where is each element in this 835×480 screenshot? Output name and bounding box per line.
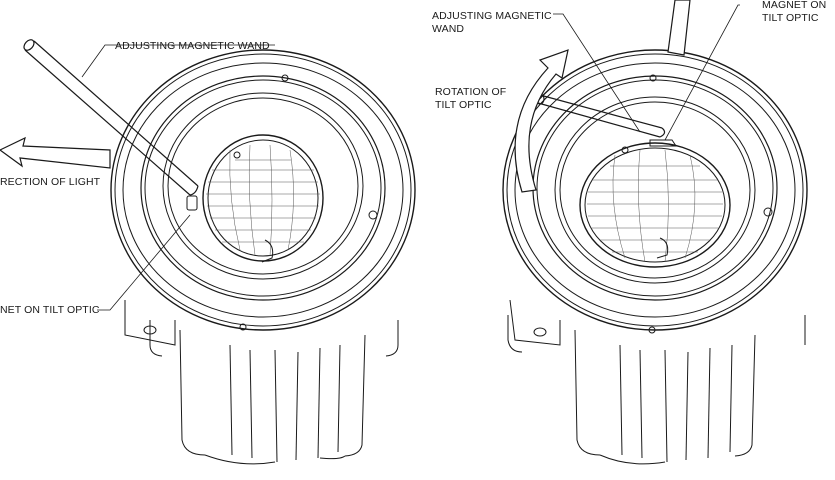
right-lens-grid [587, 149, 723, 263]
right-outer-ring [502, 49, 808, 331]
left-fixture [0, 39, 416, 465]
left-outer-ring [110, 49, 416, 331]
right-rotation-arrow [514, 49, 569, 193]
label-rotation-line1: ROTATION OF [435, 86, 506, 98]
left-lens-grid [206, 144, 320, 257]
label-rotation-line2: TILT OPTIC [435, 99, 492, 111]
right-mount-tab [509, 299, 561, 346]
label-magnet-right-line2: TILT OPTIC [762, 12, 819, 24]
left-mount-tab [124, 300, 176, 346]
left-magnetic-wand [23, 39, 199, 196]
label-wand-right-line1: ADJUSTING MAGNETIC [432, 10, 552, 22]
left-lens [202, 134, 324, 262]
right-light-arrow [667, 0, 691, 56]
left-light-arrow [0, 136, 111, 169]
right-fixture-body [507, 315, 806, 465]
right-lens [579, 142, 731, 268]
labels: ADJUSTING MAGNETIC WAND RECTION OF LIGHT… [0, 0, 826, 316]
label-wand-right-line2: WAND [432, 23, 464, 35]
label-direction-of-light: RECTION OF LIGHT [0, 176, 101, 188]
label-magnet-right-line1: MAGNET ON [762, 0, 826, 11]
right-magnet [649, 139, 677, 147]
left-fixture-body [149, 320, 399, 465]
left-magnet [186, 195, 198, 211]
right-fixture [502, 0, 808, 465]
label-magnet-left: NET ON TILT OPTIC [0, 304, 100, 316]
label-wand-left: ADJUSTING MAGNETIC WAND [115, 40, 270, 52]
